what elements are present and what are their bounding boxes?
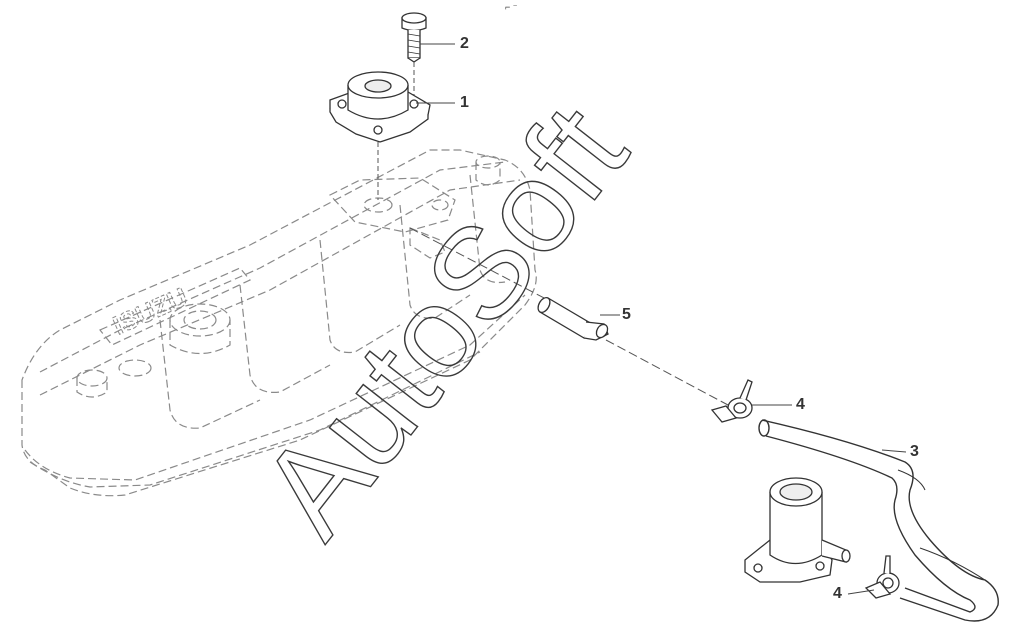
callout-2: 2 xyxy=(460,35,469,52)
isuzu-emblem: ISUZU xyxy=(108,281,192,341)
callout-4-lower: 4 xyxy=(833,585,842,602)
callout-3: 3 xyxy=(910,443,919,460)
part-4-lower-clamp xyxy=(864,555,900,599)
autosoft-watermark: AutoSoft xyxy=(231,79,654,563)
part-5-fitting xyxy=(537,296,609,341)
callout-5: 5 xyxy=(622,306,631,323)
callout-4-upper: 4 xyxy=(796,396,805,413)
valve-cover-outline xyxy=(21,149,537,497)
top-mark: ⌐ ⁻ xyxy=(505,2,518,12)
water-outlet-pipe xyxy=(744,477,851,583)
fitting-axis-line-lower xyxy=(605,339,729,406)
part-1-breather-housing xyxy=(329,71,431,143)
leader-lines xyxy=(416,43,907,595)
part-2-bolt xyxy=(401,12,427,63)
autosoft-watermark-text: AutoSoft xyxy=(232,79,654,562)
callout-1: 1 xyxy=(460,94,469,111)
part-3-hose xyxy=(758,419,999,622)
isuzu-emblem-text: ISUZU xyxy=(108,281,191,340)
part-4-upper-clamp xyxy=(710,379,753,423)
